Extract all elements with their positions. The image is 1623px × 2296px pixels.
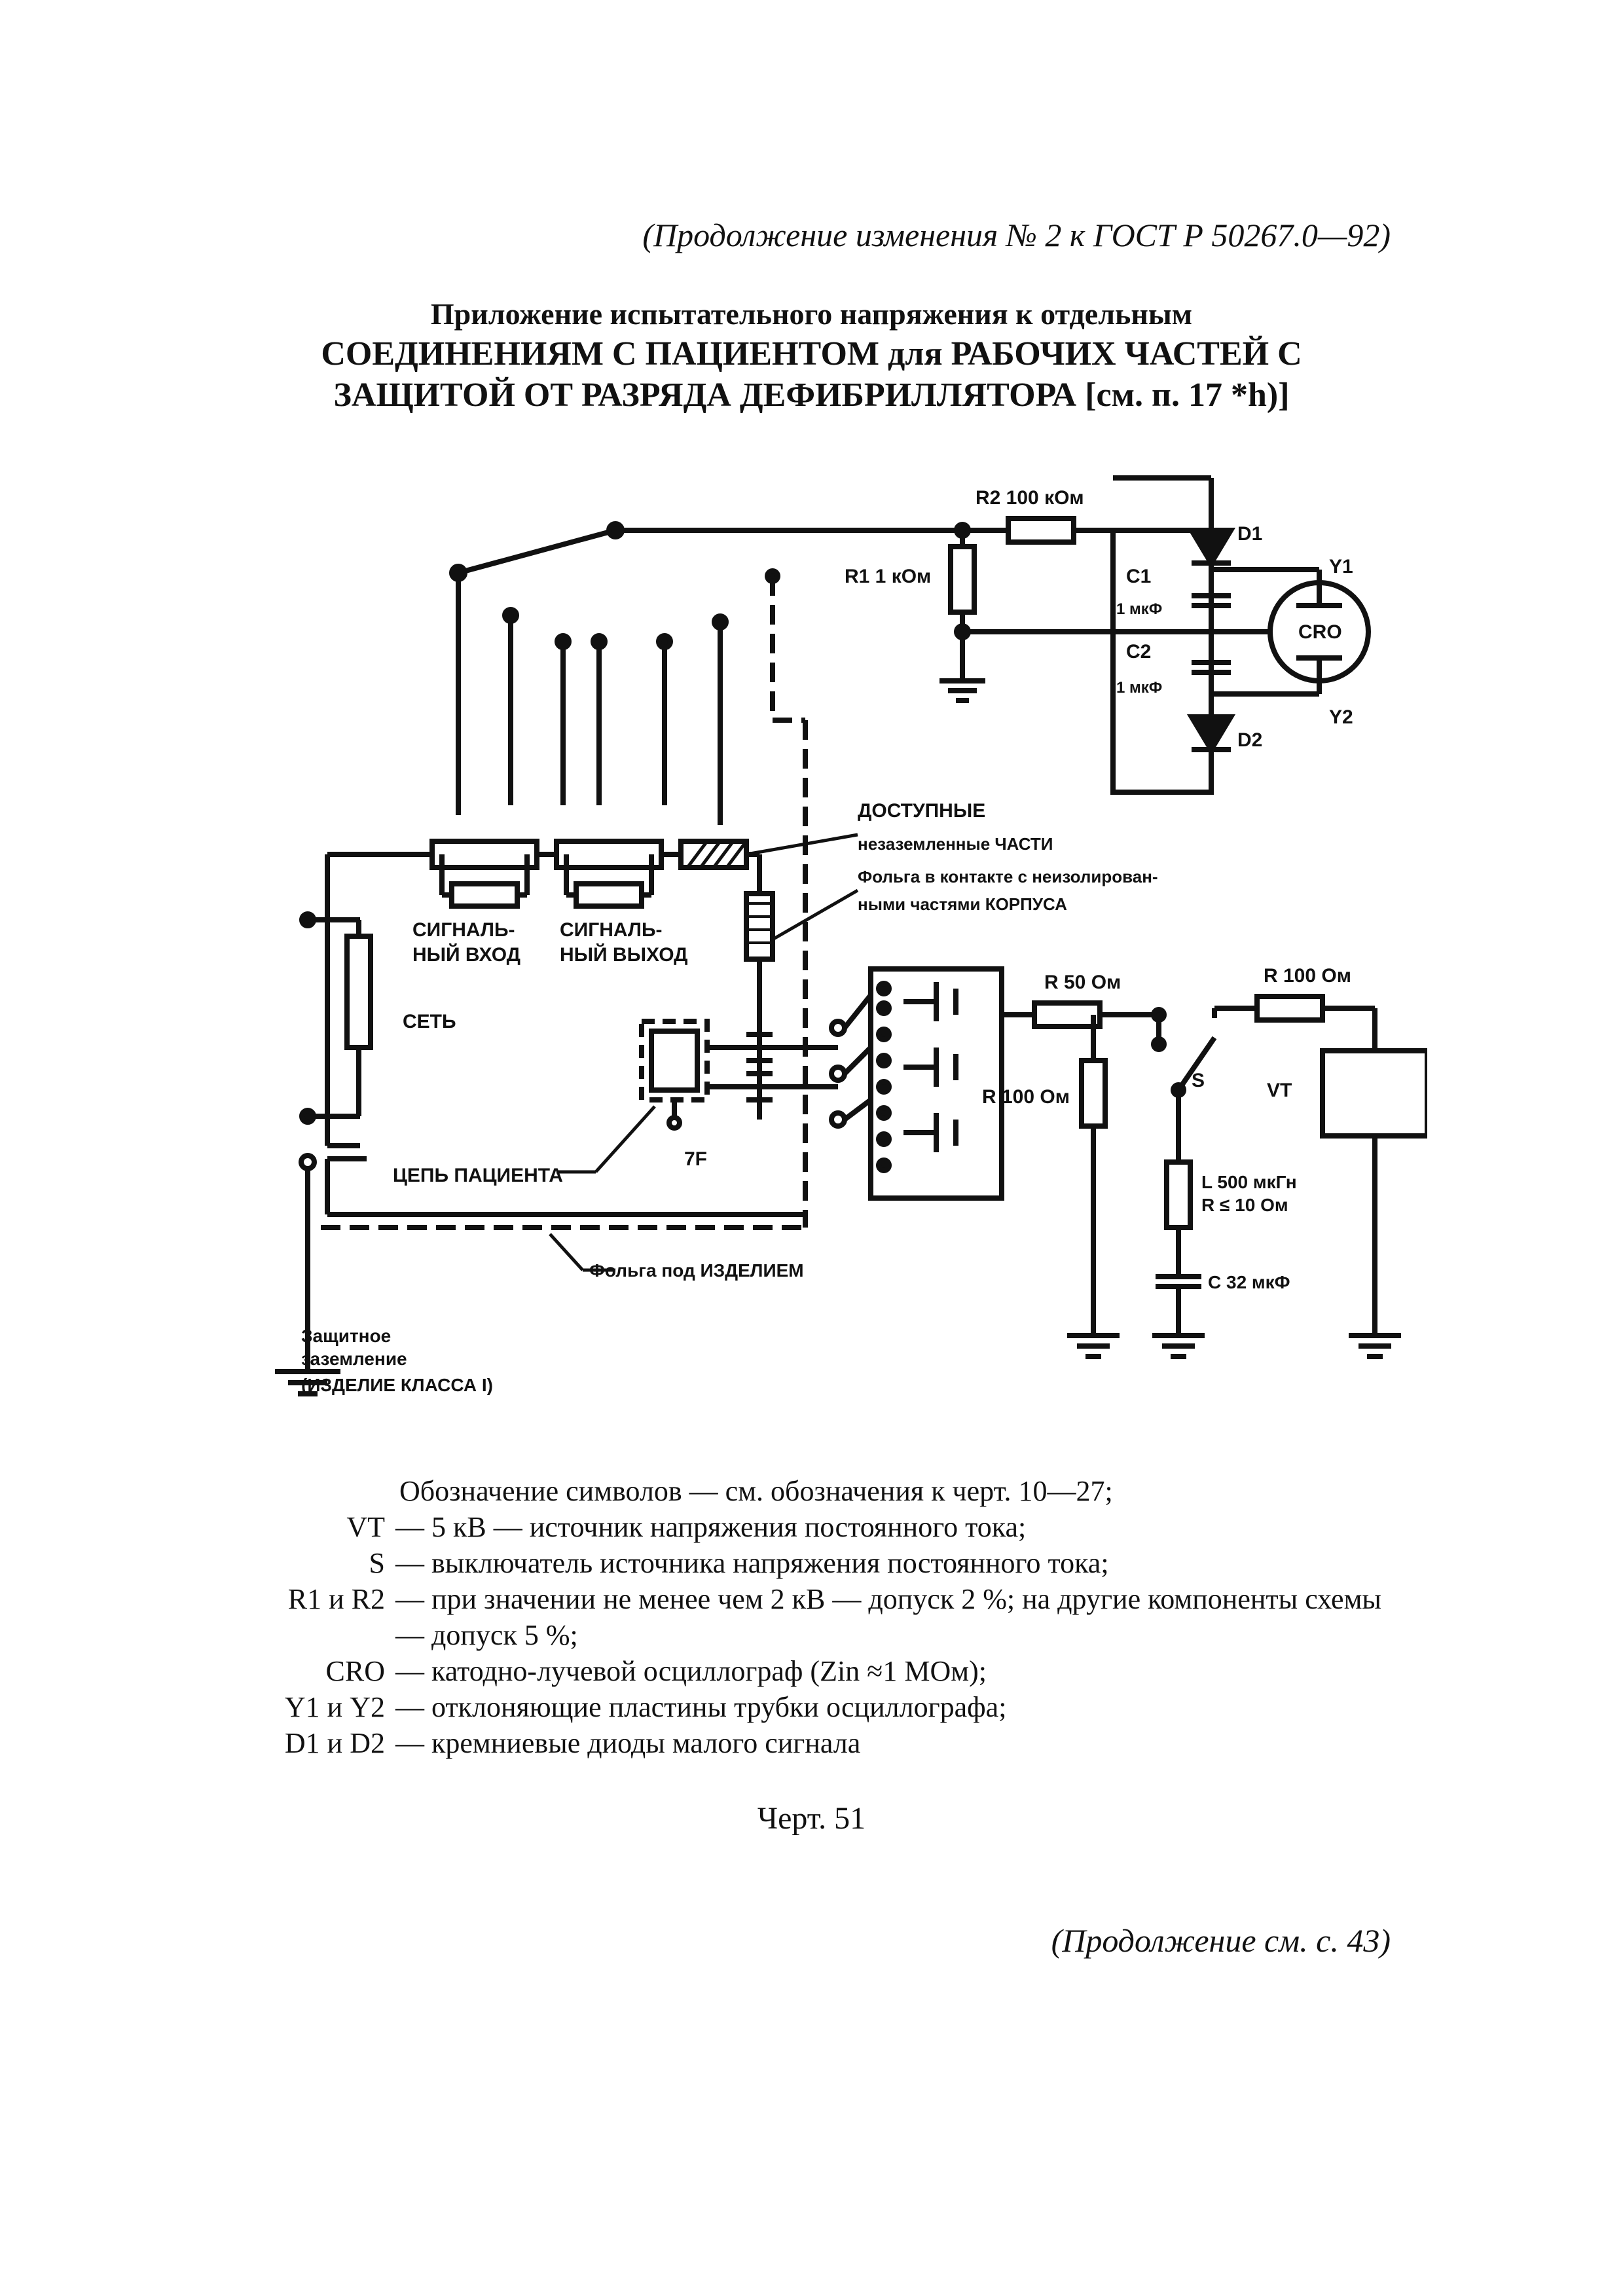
label-c32: C 32 мкФ: [1208, 1272, 1290, 1292]
label-r100-right: R 100 Ом: [1264, 965, 1351, 987]
resistor-r1: [948, 544, 977, 615]
label-y1: Y1: [1329, 556, 1353, 577]
label-signal-in-2: НЫЙ ВХОД: [412, 943, 520, 966]
resistor-r100-right: [1254, 994, 1325, 1023]
symbol-legend: Обозначение символов — см. обозначения к…: [223, 1473, 1401, 1761]
label-r2: R2 100 кОм: [976, 487, 1084, 509]
diode-d2: [1186, 714, 1236, 755]
label-ground-1: Защитное: [301, 1326, 391, 1346]
continuation-header: (Продолжение изменения № 2 к ГОСТ Р 5026…: [642, 217, 1391, 253]
label-mains: СЕТЬ: [403, 1011, 456, 1032]
label-patient-circuit: ЦЕПЬ ПАЦИЕНТА: [393, 1165, 563, 1186]
label-s: S: [1192, 1070, 1205, 1091]
continuation-footer: (Продолжение см. с. 43): [1051, 1922, 1391, 1959]
legend-symbol: D1 и D2: [284, 1727, 385, 1759]
legend-item: S — выключатель источника напряжения пос…: [223, 1545, 1401, 1581]
legend-description: — при значении не менее чем 2 кВ — допус…: [395, 1583, 1381, 1651]
label-7f: 7F: [684, 1148, 707, 1170]
label-signal-out-2: НЫЙ ВЫХОД: [560, 943, 688, 966]
legend-item: VT — 5 кВ — источник напряжения постоянн…: [223, 1509, 1401, 1545]
label-ground-3: (ИЗДЕЛИЕ КЛАССА I): [301, 1375, 493, 1395]
label-r1: R1 1 кОм: [845, 566, 931, 587]
legend-item: D1 и D2 — кремниевые диоды малого сигнал…: [223, 1725, 1401, 1761]
label-foil-2: ными частями КОРПУСА: [858, 894, 1067, 914]
legend-description: — катодно-лучевой осциллограф (Zin ≈1 МО…: [395, 1655, 987, 1687]
legend-symbol: CRO: [325, 1655, 385, 1687]
legend-description: — кремниевые диоды малого сигнала: [395, 1727, 861, 1759]
legend-symbol: Y1 и Y2: [284, 1691, 385, 1723]
top-network: [449, 475, 1371, 795]
resistor-r50: [1032, 1000, 1103, 1029]
circuit-diagram: R2 100 кОм R1 1 кОм D1 C1 1 мкФ C2 1 мкФ…: [275, 475, 1427, 1396]
title-line-1: Приложение испытательного напряжения к о…: [430, 297, 1193, 331]
page-title: Приложение испытательного напряжения к о…: [0, 297, 1623, 414]
selector-contacts: [456, 568, 805, 825]
figure-caption: Черт. 51: [757, 1801, 866, 1836]
legend-symbol: R1 и R2: [287, 1583, 385, 1615]
title-line-2: СОЕДИНЕНИЯМ С ПАЦИЕНТОМ для РАБОЧИХ ЧАСТ…: [321, 335, 1302, 373]
label-c2: C2: [1126, 641, 1151, 663]
switch-bank: [829, 966, 1427, 1359]
label-c1: C1: [1126, 566, 1151, 587]
label-r50: R 50 Ом: [1044, 972, 1121, 993]
inductor-l: [1164, 1159, 1193, 1230]
diode-d1: [1186, 528, 1236, 568]
label-ground-2: заземление: [301, 1349, 407, 1369]
legend-symbol: VT: [346, 1511, 385, 1543]
pointers: [746, 833, 859, 941]
label-d1: D1: [1237, 523, 1262, 545]
label-cro: CRO: [1298, 621, 1342, 643]
legend-description: — отклоняющие пластины трубки осциллогра…: [395, 1691, 1007, 1723]
legend-symbol: S: [369, 1547, 385, 1579]
resistor-signal-in: [449, 881, 520, 909]
label-vt: VT: [1267, 1080, 1292, 1101]
label-signal-out-1: СИГНАЛЬ-: [560, 919, 663, 941]
voltage-source-vt: [1320, 1048, 1427, 1139]
resistor-r100: [1079, 1058, 1108, 1129]
resistor-r2: [1006, 516, 1076, 545]
legend-item: Y1 и Y2 — отклоняющие пластины трубки ос…: [223, 1689, 1401, 1725]
mains-resistor: [344, 934, 373, 1050]
resistor-signal-out: [574, 881, 644, 909]
label-foil-under: Фольга под ИЗДЕЛИЕМ: [589, 1260, 804, 1281]
label-r100: R 100 Ом: [982, 1086, 1070, 1108]
label-l: L 500 мкГн: [1201, 1172, 1297, 1192]
label-foil-1: Фольга в контакте с неизолирован-: [858, 867, 1158, 886]
label-d2: D2: [1237, 729, 1262, 751]
legend-item: CRO — катодно-лучевой осциллограф (Zin ≈…: [223, 1653, 1401, 1689]
label-y2: Y2: [1329, 706, 1353, 728]
legend-intro: Обозначение символов — см. обозначения к…: [399, 1475, 1113, 1507]
label-accessible-1: ДОСТУПНЫЕ: [858, 800, 985, 822]
label-c1-value: 1 мкФ: [1116, 600, 1162, 618]
label-c2-value: 1 мкФ: [1116, 679, 1162, 697]
legend-description: — выключатель источника напряжения посто…: [395, 1547, 1109, 1579]
label-r-cond: R ≤ 10 Ом: [1201, 1195, 1288, 1215]
label-signal-in-1: СИГНАЛЬ-: [412, 919, 515, 941]
title-line-3: ЗАЩИТОЙ ОТ РАЗРЯДА ДЕФИБРИЛЛЯТОРА [см. п…: [333, 376, 1290, 414]
legend-description: — 5 кВ — источник напряжения постоянного…: [395, 1511, 1027, 1543]
device-block: [275, 720, 838, 1396]
switch-node: [606, 521, 625, 539]
legend-item: R1 и R2 — при значении не менее чем 2 кВ…: [223, 1581, 1401, 1653]
label-accessible-2: незаземленные ЧАСТИ: [858, 834, 1053, 854]
